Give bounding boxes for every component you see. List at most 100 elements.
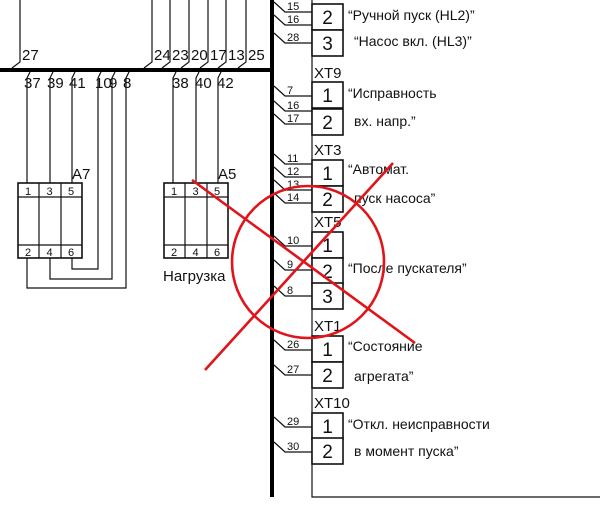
wire-number: 10: [287, 235, 299, 247]
strike-line: [204, 162, 394, 371]
wire-number: 10: [95, 75, 112, 92]
pin-number: 3: [192, 186, 198, 198]
wire-number: 41: [69, 75, 86, 92]
wire-number: 11: [287, 153, 298, 165]
wire-number: 14: [287, 192, 299, 204]
wire-number: 16: [287, 14, 299, 26]
wire-number: 7: [287, 85, 293, 97]
terminal-description: агрегата”: [354, 368, 414, 384]
top-wire: [199, 0, 209, 69]
top-wire: [237, 0, 247, 69]
wire-number: 24: [154, 47, 171, 64]
wire-number: 12: [287, 166, 299, 178]
terminal-block-label: XT9: [314, 65, 342, 82]
wire-number: 15: [287, 1, 299, 13]
wire-number: 17: [210, 47, 227, 64]
wire-number: 40: [195, 75, 212, 92]
terminal-description: вх. напр.”: [354, 113, 416, 129]
wire-number: 39: [47, 75, 64, 92]
terminal-wire: [273, 85, 312, 97]
terminal-block-label: XT1: [314, 318, 342, 335]
top-wire: [11, 0, 21, 69]
terminal-wire: [273, 235, 312, 247]
module-caption: Нагрузка: [163, 268, 226, 285]
pin-number: 5: [214, 186, 220, 198]
terminal-description: “Ручной пуск (HL2)”: [348, 7, 475, 23]
pin-number: 2: [25, 247, 31, 259]
terminal-wire: [273, 153, 312, 165]
terminal-description: “Откл. неисправности: [348, 416, 490, 432]
terminal-cell: [311, 81, 344, 109]
terminal-number: 2: [322, 113, 333, 134]
terminal-wire: [273, 113, 312, 125]
terminal-cell: [311, 185, 344, 213]
top-wire: [161, 0, 171, 69]
terminal-number: 2: [322, 8, 333, 29]
terminal-wire: [273, 339, 312, 351]
terminal-number: 2: [322, 262, 333, 283]
top-wire: [143, 0, 153, 69]
terminal-wire: [273, 364, 312, 376]
terminal-description: “Исправность: [348, 85, 437, 101]
terminal-wire: [273, 32, 312, 44]
terminal-number: 1: [322, 86, 333, 107]
wire: [49, 71, 116, 280]
terminal-number: 1: [322, 164, 333, 185]
terminal-wire: [273, 14, 312, 26]
module-label: A5: [218, 166, 236, 183]
pin-number: 2: [171, 247, 177, 259]
terminal-wire: [273, 416, 312, 428]
module-label: A7: [72, 166, 90, 183]
terminal-cell: [311, 412, 344, 440]
wire-number: 27: [287, 364, 299, 376]
terminal-cell: [311, 437, 344, 465]
terminal-number: 1: [322, 340, 333, 361]
wire: [217, 71, 222, 183]
wire-number: 9: [109, 75, 117, 92]
terminal-block-label: XT3: [314, 142, 342, 159]
wire-number: 29: [287, 416, 299, 428]
pin-number: 4: [46, 247, 52, 259]
wire: [49, 71, 54, 183]
terminal-number: 2: [322, 366, 333, 387]
pin-number: 6: [68, 247, 74, 259]
strike-circle: [230, 184, 386, 340]
wire-number: 37: [24, 75, 41, 92]
pin-number: 3: [46, 186, 52, 198]
terminal-cell: [311, 361, 344, 389]
wire-number: 42: [217, 75, 234, 92]
wire-number: 9: [287, 259, 293, 271]
pin-number: 6: [214, 247, 220, 259]
wire-number: 8: [123, 75, 131, 92]
terminal-description: пуск насоса”: [354, 190, 436, 206]
terminal-number: 3: [322, 34, 333, 55]
wire: [71, 71, 76, 183]
terminal-number: 3: [322, 287, 333, 308]
wire-number: 27: [22, 47, 39, 64]
terminal-wire: [273, 192, 312, 204]
terminal-wire: [273, 1, 312, 13]
terminal-description: “Состояние: [348, 338, 423, 354]
terminal-wire: [273, 100, 312, 112]
terminal-wire: [273, 441, 312, 453]
wire-number: 23: [172, 47, 189, 64]
wire: [26, 71, 31, 183]
terminal-cell: [311, 29, 344, 57]
wire-number: 30: [287, 441, 299, 453]
wire-number: 28: [287, 32, 299, 44]
wire-number: 17: [287, 113, 299, 125]
wire-number: 26: [287, 339, 299, 351]
terminal-wire: [273, 259, 312, 271]
wire: [71, 71, 102, 270]
pin-number: 5: [68, 186, 74, 198]
terminal-number: 2: [322, 190, 333, 211]
terminal-block-label: XT10: [314, 395, 350, 412]
terminal-number: 1: [322, 417, 333, 438]
wire: [26, 71, 130, 289]
wire-number: 13: [228, 47, 245, 64]
wire-number: 25: [248, 47, 265, 64]
terminal-cell: [311, 108, 344, 136]
terminal-description: “После пускателя”: [348, 260, 467, 276]
